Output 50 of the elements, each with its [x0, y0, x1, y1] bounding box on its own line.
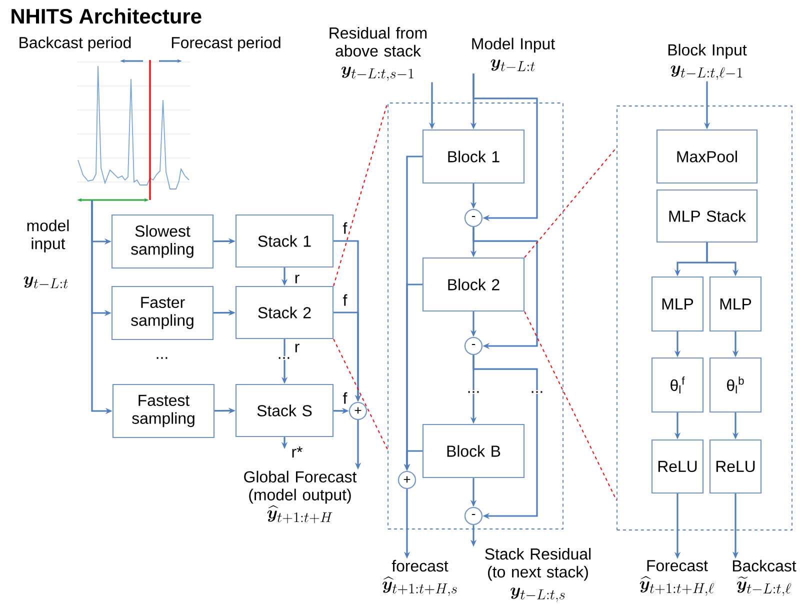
block-box: Block 2	[422, 257, 525, 312]
output-label: Forecast $\widehat{\bm{y}}_{t+1:t+H,\ell}$	[640, 560, 714, 596]
input-label: Model Input $\bm{y}_{t-L:t}$	[472, 38, 555, 72]
edge-label: r	[293, 342, 301, 354]
sampling-box: Slowest sampling	[111, 214, 214, 269]
output-label: Backcast $\widetilde{\bm{y}}_{t-L:t,\ell}$	[732, 560, 796, 596]
layer-box: ReLU	[709, 439, 762, 494]
edge-label: f	[342, 293, 348, 307]
stack-box: Stack 1	[235, 214, 334, 268]
zoom-line	[524, 311, 618, 501]
time-series-chart-drawing	[76, 60, 190, 202]
period-label: Forecast period	[172, 36, 280, 52]
block-box: Block B	[422, 424, 525, 478]
layer-box: MLP Stack	[656, 189, 758, 243]
output-label: Stack Residual (to next stack) $\bm{y}_{t-L:t,s}$	[485, 548, 591, 602]
ellipsis: ...	[529, 390, 545, 394]
period-label: Backcast period	[20, 36, 131, 52]
title: NHITS Architecture	[12, 8, 202, 24]
zoom-line	[333, 102, 388, 286]
arrow	[472, 227, 538, 350]
edge-label: f	[342, 221, 348, 235]
sampling-box: Faster sampling	[111, 286, 214, 340]
input-label: model input	[27, 220, 69, 252]
zoom-line	[333, 338, 388, 450]
edge-label: r	[293, 274, 301, 284]
formula: $\bm{y}_{t-L:t}$	[24, 276, 68, 288]
dashed-frame	[388, 102, 564, 530]
output-label: forecast $\widehat{\bm{y}}_{t+1:t+H,s}$	[382, 560, 457, 596]
edge-label: r*	[290, 446, 304, 458]
layer-box: θ$_{l}$f	[651, 357, 704, 413]
layer-box: MLP	[651, 276, 704, 332]
dashed-frame	[616, 106, 792, 530]
ellipsis: ...	[154, 356, 170, 360]
layer-box: MLP	[709, 276, 762, 332]
edge-label: f	[342, 391, 348, 405]
arrow	[472, 73, 538, 222]
input-label: Residual from above stack $\bm{y}_{t-L:t,s-1}$	[330, 26, 427, 81]
ellipsis: ...	[276, 356, 292, 360]
stack-box: Stack S	[235, 384, 334, 438]
block-box: Block 1	[422, 129, 525, 184]
layer-box: θ$_{l}$b	[709, 357, 762, 413]
stack-box: Stack 2	[235, 286, 334, 340]
sampling-box: Fastest sampling	[112, 384, 215, 438]
output-label: Global Forecast (model output) $\widehat{\bm{y}}_{t+1:t+H}$	[244, 470, 357, 524]
layer-box: ReLU	[651, 439, 704, 494]
input-label: Block Input $\bm{y}_{t-L:t,\ell-1}$	[668, 44, 747, 80]
arrow	[472, 355, 538, 520]
layer-box: MaxPool	[656, 129, 758, 184]
zoom-line	[524, 147, 618, 258]
ellipsis: ...	[466, 390, 482, 394]
